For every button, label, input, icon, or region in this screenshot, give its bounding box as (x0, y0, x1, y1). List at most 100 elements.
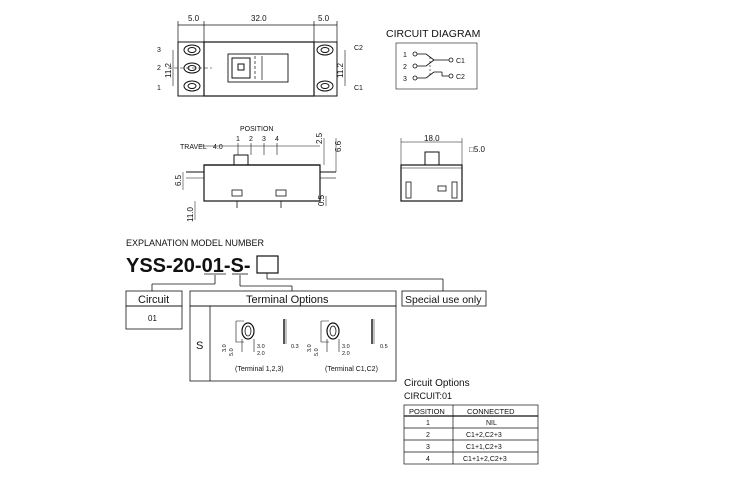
model-terminal-code: S (231, 255, 244, 277)
model-connectors (151, 255, 444, 291)
model-heading: EXPLANATION MODEL NUMBER (126, 238, 265, 248)
terminal-box (189, 290, 397, 382)
table-cell-connected: NIL (486, 420, 497, 427)
end-dim-width: 18.0 (424, 134, 440, 143)
model-dash: - (224, 255, 231, 277)
top-pin-3-label: 3 (157, 47, 161, 54)
top-dim-height-left: 11.2 (164, 62, 173, 78)
table-row: 3 C1+1,C2+3 (426, 444, 502, 451)
side-knob (233, 154, 249, 166)
special-box-title: Special use only (405, 294, 482, 306)
side-position-2: 2 (249, 136, 253, 143)
table-cell-connected: C1+1,C2+3 (466, 444, 502, 451)
table-cell-position: 1 (426, 420, 430, 427)
terminal-left-dim-2-0: 2.0 (257, 351, 265, 357)
top-slide-window (227, 53, 289, 83)
circuit-box (125, 290, 183, 330)
terminal-left-dim-0-3: 0.3 (291, 344, 299, 350)
terminal-caption-left: (Terminal 1,2,3) (235, 366, 284, 373)
end-view (400, 138, 463, 202)
circuit-options-subtitle: CIRCUIT:01 (404, 391, 452, 401)
cd-label-c2: C2 (456, 74, 465, 81)
circuit-options-col-position: POSITION (409, 407, 445, 416)
circuit-options-col-connected: CONNECTED (467, 407, 515, 416)
top-pin-c2-label: C2 (354, 45, 363, 52)
cd-node-3 (412, 75, 418, 81)
circuit-options-title: Circuit Options (404, 378, 470, 389)
end-knob (424, 151, 440, 166)
top-pin-c2-pad (316, 44, 334, 56)
table-cell-connected: C1+2,C2+3 (466, 432, 502, 439)
top-pin-1-label: 1 (157, 85, 161, 92)
cd-label-c1: C1 (456, 58, 465, 65)
side-view (182, 138, 337, 220)
side-dim-2-5: 2.5 (315, 132, 324, 144)
top-pin-2-label: 2 (157, 65, 161, 72)
terminal-right-dim-2-0: 2.0 (342, 351, 350, 357)
terminal-right-dim-3-0-b: 3.0 (342, 344, 350, 350)
terminal-left-dim-3-0: 3.0 (222, 344, 228, 352)
model-prefix: YSS-20- (126, 255, 202, 277)
circuit-box-value: 01 (148, 314, 157, 323)
table-row: 2 C1+2,C2+3 (426, 432, 502, 439)
circuit-options-table (403, 404, 539, 465)
terminal-left-dim-5-0: 5.0 (229, 348, 235, 356)
side-dim-6-6: 6.6 (334, 140, 343, 152)
top-dim-total: 32.0 (251, 14, 267, 23)
terminal-caption-right: (Terminal C1,C2) (325, 366, 378, 373)
model-circuit-code: 01 (202, 255, 224, 277)
side-dim-11-0: 11.0 (186, 206, 195, 222)
side-position-3: 3 (262, 136, 266, 143)
side-dim-0-5: 0.5 (317, 194, 326, 206)
top-pin-1-pad (183, 80, 201, 92)
cd-label-1: 1 (403, 52, 407, 59)
top-pin-c1-label: C1 (354, 85, 363, 92)
top-pin-3-pad (183, 44, 201, 56)
table-cell-connected: C1+1+2,C2+3 (463, 456, 507, 463)
terminal-box-code: S (196, 340, 203, 352)
end-dim-knob: □5.0 (469, 145, 486, 154)
top-left-flange (177, 41, 205, 97)
side-body (203, 164, 321, 202)
side-position-1: 1 (236, 136, 240, 143)
terminal-right-dim-0-5: 0.5 (380, 344, 388, 350)
top-dim-right: 5.0 (318, 14, 330, 23)
cd-node-2 (412, 63, 418, 69)
cd-label-3: 3 (403, 76, 407, 83)
side-position-4: 4 (275, 136, 279, 143)
side-travel-value: 4.0 (213, 144, 223, 151)
table-cell-position: 3 (426, 444, 430, 451)
top-body-outline (203, 41, 315, 97)
cd-label-2: 2 (403, 64, 407, 71)
top-right-flange (313, 41, 338, 97)
model-dash-2: - (244, 255, 251, 277)
cd-node-1 (412, 51, 418, 57)
circuit-diagram-title: CIRCUIT DIAGRAM (386, 28, 480, 40)
side-position-label: POSITION (240, 126, 273, 133)
circuit-box-title: Circuit (138, 294, 169, 306)
top-slider-knob (231, 57, 251, 79)
end-body (400, 164, 463, 202)
terminal-box-title: Terminal Options (246, 294, 329, 306)
table-row: 1 NIL (426, 420, 497, 427)
side-travel-label: TRAVEL (180, 144, 207, 151)
terminal-right-dim-3-0: 3.0 (307, 344, 313, 352)
model-number: YSS-20-01-S- (126, 255, 251, 277)
cd-node-c2 (448, 73, 454, 79)
terminal-right-dim-5-0: 5.0 (314, 348, 320, 356)
special-box (401, 290, 487, 307)
circuit-diagram (395, 42, 478, 90)
side-dim-6-5: 6.5 (174, 174, 183, 186)
circuit-diagram-frame (395, 42, 478, 90)
top-pin-c1-pad (316, 80, 334, 92)
terminal-left-dim-3-0-b: 3.0 (257, 344, 265, 350)
top-dim-height-right: 11.2 (336, 62, 345, 78)
table-row: 4 C1+1+2,C2+3 (426, 456, 507, 463)
table-cell-position: 2 (426, 432, 430, 439)
table-cell-position: 4 (426, 456, 430, 463)
model-special-box (256, 255, 279, 274)
top-view (168, 21, 346, 97)
cd-node-c1 (448, 57, 454, 63)
top-dim-left: 5.0 (188, 14, 200, 23)
